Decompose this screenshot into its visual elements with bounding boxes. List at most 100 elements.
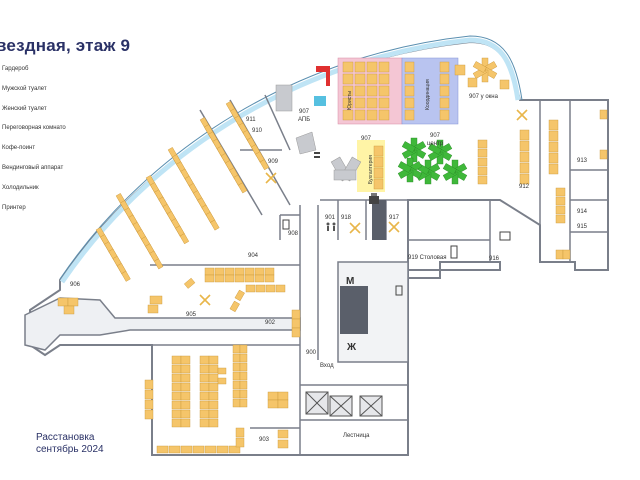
- desk: [255, 284, 266, 293]
- desk: [467, 77, 478, 88]
- desk: [397, 161, 412, 173]
- desk: [599, 149, 608, 160]
- desk: [232, 362, 241, 372]
- desk: [180, 445, 193, 454]
- room-904: 904: [248, 253, 259, 259]
- desk: [548, 119, 559, 131]
- legend-item: Вендинговый аппарат: [2, 164, 64, 171]
- desk: [267, 399, 279, 409]
- desk: [519, 140, 530, 152]
- room-907-window: 907 у окна: [469, 94, 499, 100]
- desk: [555, 214, 566, 224]
- desk: [499, 79, 510, 90]
- desk: [208, 364, 219, 374]
- room-906: 906: [70, 282, 81, 288]
- desk: [180, 373, 191, 383]
- desk: [171, 409, 182, 419]
- room-908: 908: [288, 231, 299, 237]
- room-918: 918: [341, 215, 352, 221]
- desk: [147, 304, 159, 314]
- desk: [277, 399, 289, 409]
- desk: [180, 418, 191, 428]
- desk: [156, 445, 169, 454]
- desk: [373, 167, 384, 179]
- desk: [235, 427, 245, 438]
- room-907-apb-num: 907: [299, 109, 310, 115]
- desk: [519, 129, 530, 141]
- desk: [199, 400, 210, 410]
- desk: [519, 151, 530, 163]
- desk: [199, 391, 210, 401]
- desk: [264, 267, 275, 276]
- desk: [555, 205, 566, 215]
- desk: [208, 382, 219, 392]
- lawyers-label: Юристы: [347, 91, 353, 110]
- desk: [401, 141, 416, 153]
- desk: [180, 355, 191, 365]
- desk: [562, 249, 571, 260]
- room-909: 909: [268, 159, 279, 165]
- desk: [224, 274, 235, 283]
- desk: [192, 445, 205, 454]
- desk: [239, 353, 248, 363]
- legend-item: Холодильник: [2, 184, 39, 191]
- desk: [366, 61, 378, 73]
- meeting-table-apb-2: [295, 131, 317, 155]
- coordination-label: Координация: [425, 79, 431, 110]
- desk: [291, 318, 301, 329]
- desk: [378, 73, 390, 85]
- female-wc-label: Ж: [346, 342, 357, 353]
- desk: [373, 178, 384, 190]
- legend-item: Принтер: [2, 204, 26, 211]
- desk: [180, 391, 191, 401]
- desk: [239, 380, 248, 390]
- desk: [171, 355, 182, 365]
- legend-item: Мужской туалет: [2, 85, 47, 92]
- desk: [208, 391, 219, 401]
- desk: [183, 277, 196, 289]
- core-dark-2: [372, 200, 386, 240]
- desk: [373, 145, 384, 157]
- desk: [171, 418, 182, 428]
- desk: [204, 267, 215, 276]
- vending-mark: [314, 96, 326, 106]
- room-907-apb-name: АПБ: [298, 117, 310, 123]
- desk: [171, 391, 182, 401]
- entrance-label: Вход: [320, 363, 334, 369]
- desk: [277, 429, 289, 439]
- desk: [144, 399, 154, 410]
- desk: [548, 130, 559, 142]
- desk: [599, 109, 608, 120]
- room-901: 901: [325, 215, 336, 221]
- desk: [555, 196, 566, 206]
- desk: [121, 270, 131, 282]
- desk: [373, 156, 384, 168]
- desk: [264, 274, 275, 283]
- desk: [234, 289, 245, 302]
- desk-group: [57, 57, 608, 454]
- desk: [555, 187, 566, 197]
- male-wc-label: М: [346, 276, 354, 287]
- room-919: 919 Столовая: [408, 255, 447, 261]
- desk: [366, 73, 378, 85]
- desk: [378, 61, 390, 73]
- desk: [217, 367, 227, 375]
- desk: [180, 364, 191, 374]
- room-910: 910: [252, 128, 263, 134]
- stairs-label: Лестница: [343, 433, 370, 439]
- desk: [477, 166, 488, 176]
- desk: [366, 85, 378, 97]
- desk: [208, 409, 219, 419]
- room-911: 911: [246, 117, 256, 123]
- meeting-room-icon: [314, 152, 320, 158]
- desk: [208, 418, 219, 428]
- desk: [232, 353, 241, 363]
- room-902: 902: [265, 320, 276, 326]
- room-905: 905: [186, 312, 197, 318]
- desk: [404, 61, 415, 73]
- vending-icon: [450, 245, 458, 259]
- desk: [366, 109, 378, 121]
- desk: [548, 141, 559, 153]
- desk: [232, 380, 241, 390]
